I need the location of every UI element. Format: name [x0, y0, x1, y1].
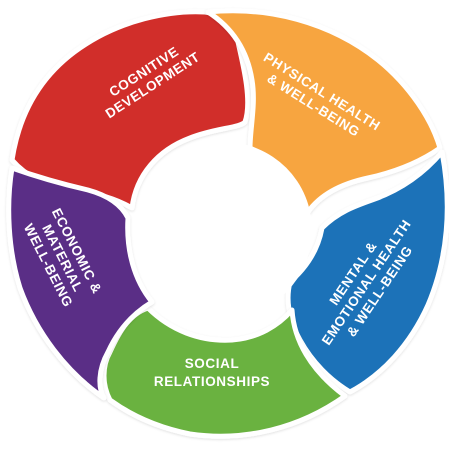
segment-label-social: SOCIAL RELATIONSHIPS: [154, 356, 270, 389]
segment-label-line: RELATIONSHIPS: [154, 374, 270, 389]
segment-cognitive: [9, 9, 251, 211]
segment-label-line: SOCIAL: [185, 356, 240, 371]
segment-economic: [6, 165, 155, 401]
segment-social: [101, 305, 348, 439]
wheel-segments: [6, 8, 449, 439]
segment-physical: [205, 8, 443, 215]
center-hole: [136, 142, 312, 318]
